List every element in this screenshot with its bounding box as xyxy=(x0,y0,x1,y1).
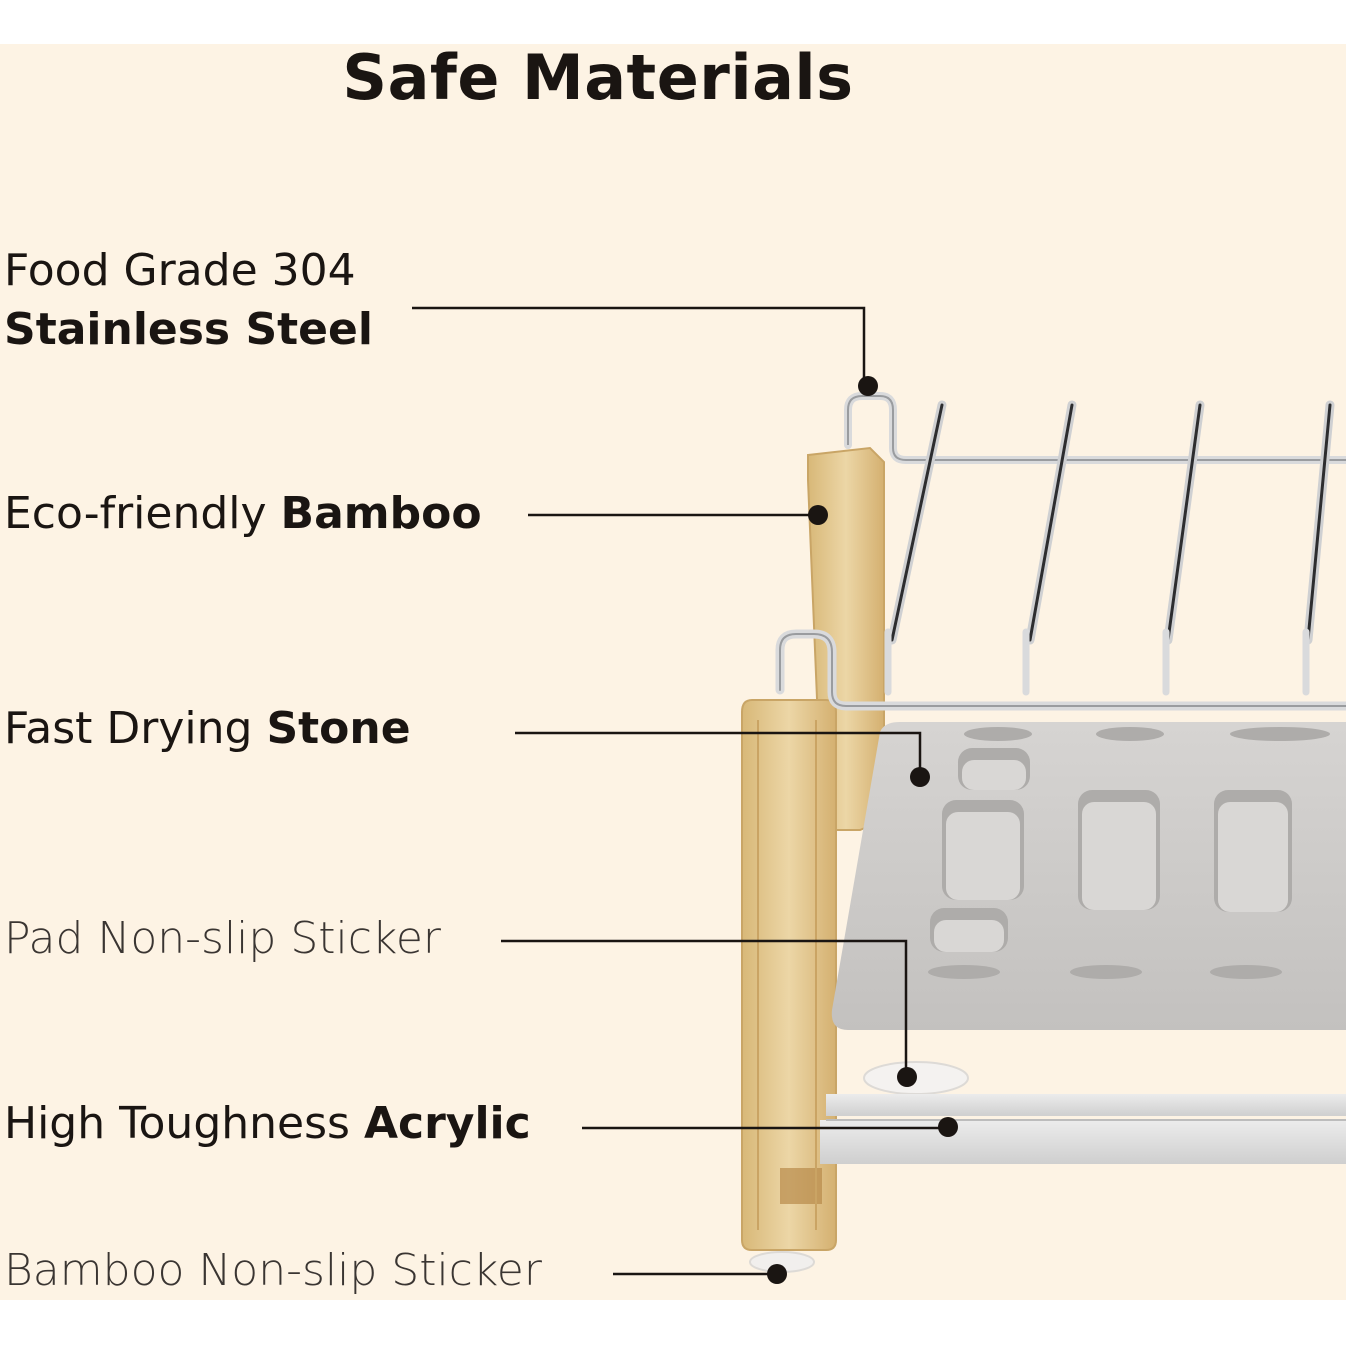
steel-dish-pegs xyxy=(884,400,1335,696)
label-bamboo-regular: Eco-friendly xyxy=(4,488,281,539)
callout-dot-pad xyxy=(897,1067,917,1087)
page-title: Safe Materials xyxy=(342,41,854,114)
callout-dot-bamboo-sticker xyxy=(767,1264,787,1284)
callout-dot-steel xyxy=(858,376,878,396)
label-stone-regular: Fast Drying xyxy=(4,703,267,754)
callout-dot-acrylic xyxy=(938,1117,958,1137)
label-pad-sticker: Pad Non-slip Sticker xyxy=(4,913,441,964)
steel-rack-back xyxy=(844,392,1346,464)
label-bamboo-sticker: Bamboo Non-slip Sticker xyxy=(4,1245,542,1296)
drying-stone xyxy=(831,722,1346,1030)
label-steel-bold: Stainless Steel xyxy=(4,304,373,355)
label-steel-line2: Stainless Steel xyxy=(4,303,373,357)
label-stone: Fast Drying Stone xyxy=(4,702,411,756)
label-acrylic-regular: High Toughness xyxy=(4,1098,364,1149)
callout-dots xyxy=(767,376,958,1284)
callout-lines xyxy=(412,306,948,1276)
label-acrylic: High Toughness Acrylic xyxy=(4,1097,531,1151)
label-bamboo-bold: Bamboo xyxy=(280,488,482,539)
steel-rack-front xyxy=(775,629,1346,711)
label-acrylic-bold: Acrylic xyxy=(363,1098,531,1149)
label-bamboo: Eco-friendly Bamboo xyxy=(4,487,482,541)
label-steel-line1: Food Grade 304 xyxy=(4,245,356,296)
background-panel xyxy=(0,44,1346,1300)
callout-dot-stone xyxy=(910,767,930,787)
bamboo-front-frame xyxy=(741,699,837,1251)
label-stone-bold: Stone xyxy=(266,703,411,754)
callout-dot-bamboo xyxy=(808,505,828,525)
